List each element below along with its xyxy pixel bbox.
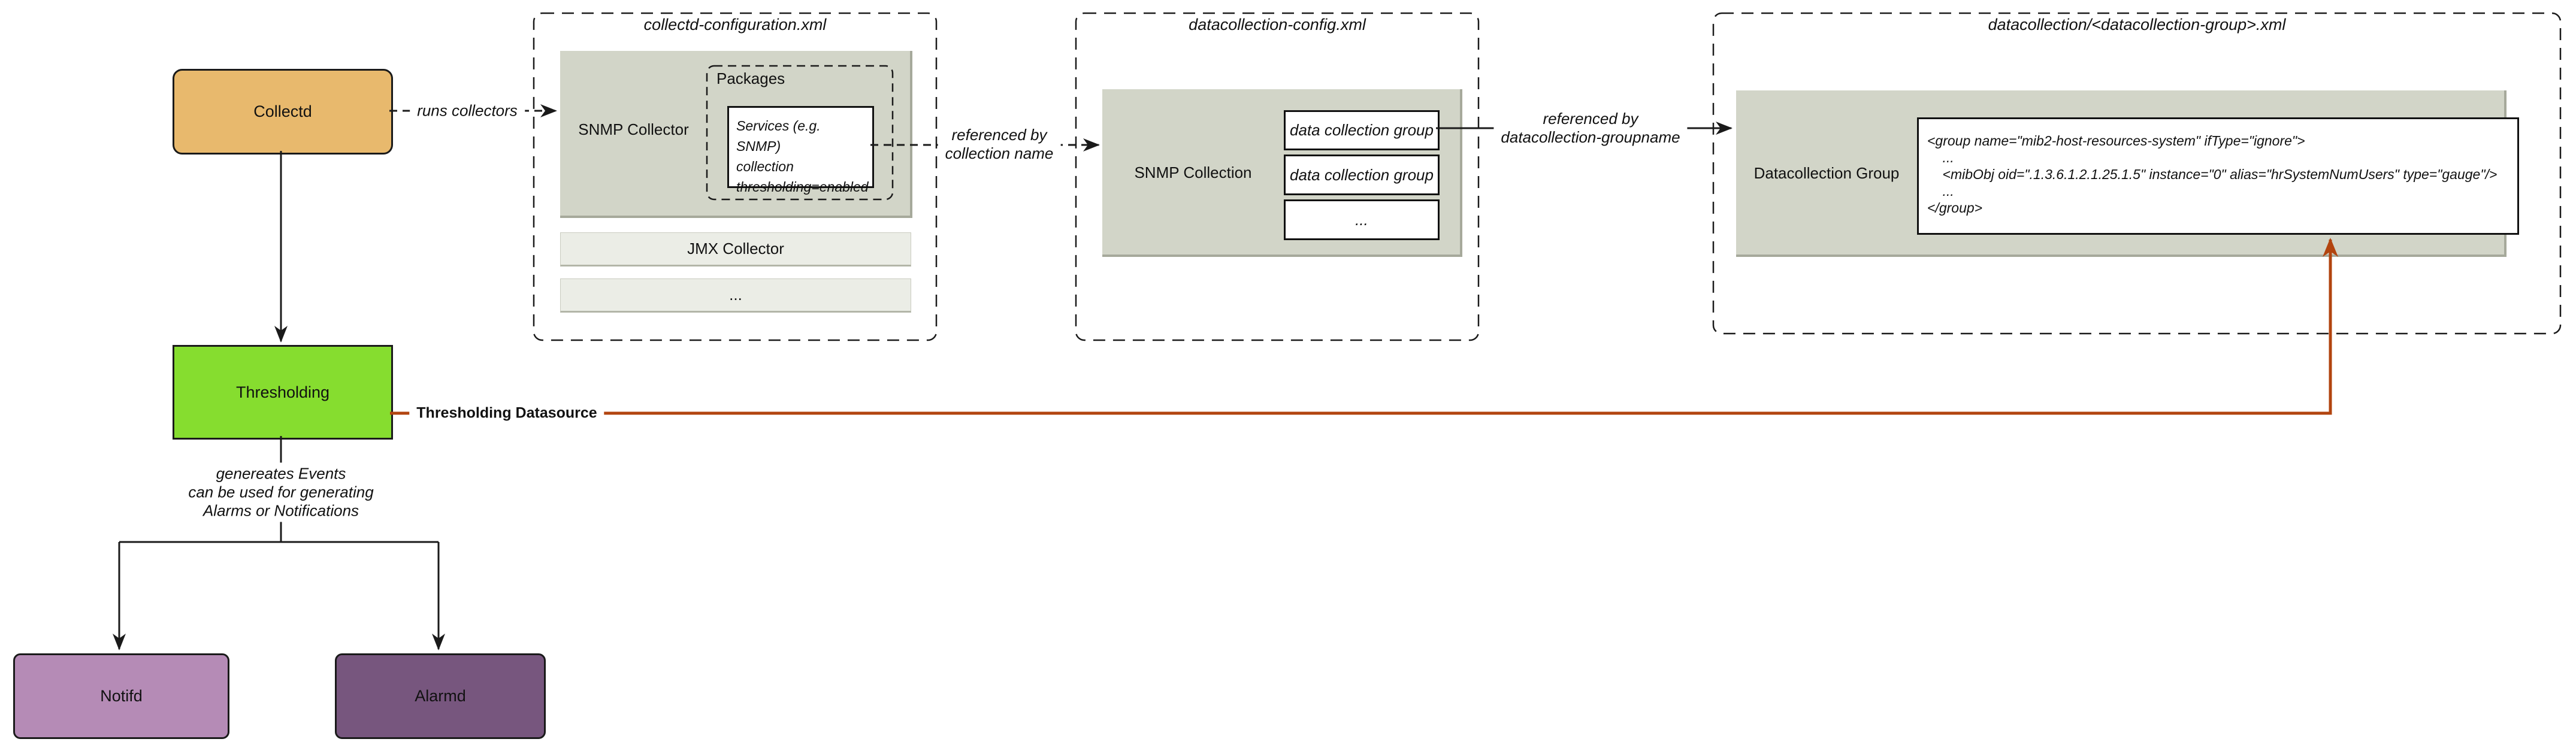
xml-line: <group name="mib2-host-resources-system"…	[1927, 133, 2305, 149]
container-title-datacollection-config: datacollection-config.xml	[1189, 16, 1366, 34]
xml-line: </group>	[1927, 200, 1983, 216]
datacollection-group-label: Datacollection Group	[1753, 164, 1900, 182]
services-box: Services (e.g. SNMP) collection threshol…	[727, 106, 874, 195]
snmp-collection-label: SNMP Collection	[1134, 163, 1252, 181]
xml-line: ...	[1927, 183, 1954, 199]
snmp-collector-label: SNMP Collector	[578, 120, 689, 138]
data-collection-group-box-1: data collection group	[1284, 110, 1440, 150]
xml-line: <mibObj oid=".1.3.6.1.2.1.25.1.5" instan…	[1927, 166, 2498, 182]
node-alarmd: Alarmd	[335, 653, 546, 739]
container-title-collectd-configuration: collectd-configuration.xml	[643, 16, 827, 34]
data-collection-group-box-2: data collection group	[1284, 155, 1440, 195]
edge-label-thresholding-datasource: Thresholding Datasource	[409, 402, 604, 425]
container-title-datacollection-group-file: datacollection/<datacollection-group>.xm…	[1988, 16, 2286, 34]
edge-label-referenced-by-datacollection-groupname: referenced by datacollection-groupname	[1493, 108, 1688, 149]
edge-label-runs-collectors: runs collectors	[410, 99, 525, 122]
packages-label: Packages	[716, 69, 785, 87]
node-notifd: Notifd	[13, 653, 229, 739]
more-collectors-bar: ...	[560, 278, 911, 313]
datacollection-group-xml-snippet: <group name="mib2-host-resources-system"…	[1917, 117, 2519, 235]
services-text: Services (e.g. SNMP) collection threshol…	[736, 118, 869, 195]
node-collectd: Collectd	[173, 69, 393, 155]
edge-label-referenced-by-collection-name: referenced by collection name	[938, 124, 1061, 165]
edge-label-generates-events: genereates Events can be used for genera…	[181, 462, 381, 522]
jmx-collector-bar: JMX Collector	[560, 232, 911, 266]
node-thresholding: Thresholding	[173, 345, 393, 440]
xml-line: ...	[1927, 150, 1954, 165]
data-collection-group-box-3: ...	[1284, 199, 1440, 240]
